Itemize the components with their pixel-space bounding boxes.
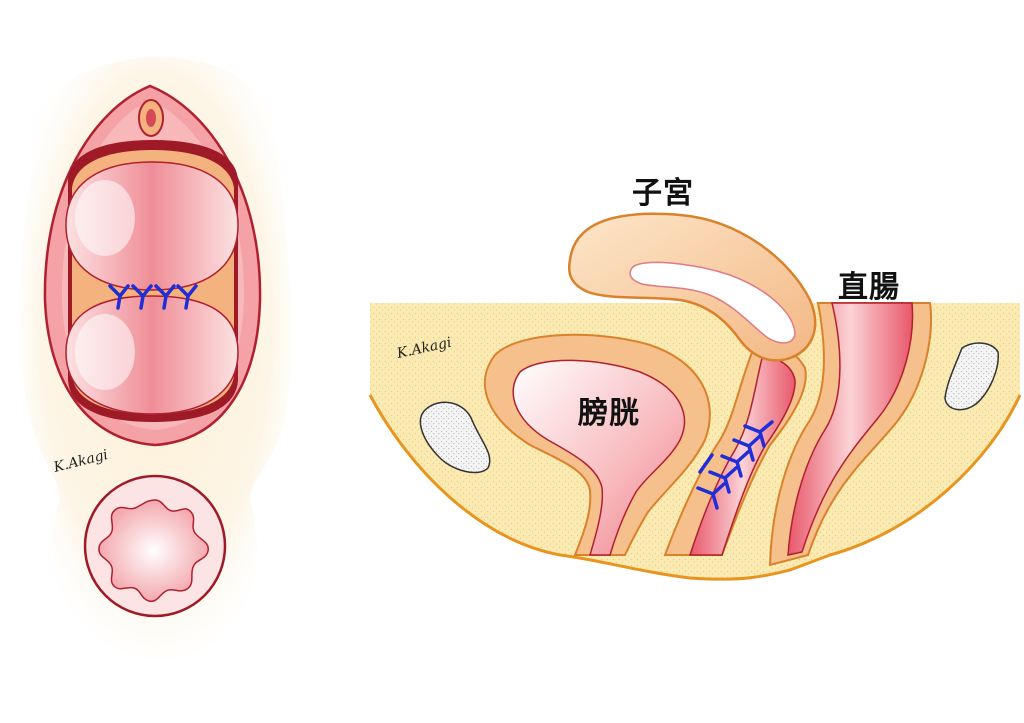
pelvic-floor-outline bbox=[368, 394, 1022, 581]
left-figure bbox=[20, 57, 292, 660]
anus-inner bbox=[98, 499, 209, 603]
v-suture-4 bbox=[708, 466, 738, 494]
v-suture-5 bbox=[696, 482, 726, 510]
v-suture-1 bbox=[743, 420, 774, 448]
right-figure bbox=[368, 212, 1022, 581]
urethral-opening-center bbox=[146, 109, 156, 127]
suture-1 bbox=[108, 284, 130, 310]
uterus-cavity bbox=[629, 261, 796, 344]
upper-mucosa-highlight bbox=[75, 180, 135, 256]
bladder-lumen bbox=[512, 359, 686, 556]
vaginal-sutures bbox=[696, 420, 774, 510]
sacrum-bone bbox=[944, 342, 999, 411]
v-suture-3 bbox=[720, 450, 750, 478]
label-uterus: 子宮 bbox=[632, 176, 694, 211]
label-bladder: 膀胱 bbox=[578, 396, 640, 431]
suture-2 bbox=[131, 284, 153, 310]
suture-4 bbox=[176, 284, 198, 310]
rectum-lumen bbox=[787, 302, 914, 556]
suture-3 bbox=[154, 284, 176, 310]
pubic-bone bbox=[419, 401, 491, 474]
horizontal-sutures bbox=[108, 284, 198, 310]
v-suture-2 bbox=[732, 434, 762, 462]
v-suture-6 bbox=[698, 453, 714, 474]
lower-mucosa-highlight bbox=[75, 314, 135, 390]
label-rectum: 直腸 bbox=[838, 270, 900, 305]
